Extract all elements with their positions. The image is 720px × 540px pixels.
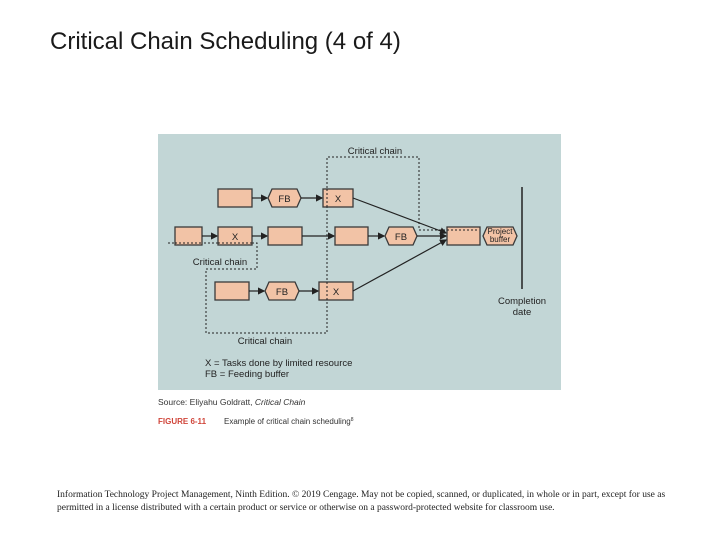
copyright-footer: Information Technology Project Managemen… — [57, 490, 666, 513]
x-label: X — [335, 194, 342, 205]
completion-label: date — [513, 307, 532, 318]
figure-background — [158, 134, 561, 390]
task-box — [214, 281, 250, 301]
fb-label: FB — [395, 232, 407, 243]
feeding-buffer — [384, 226, 418, 246]
task-box — [267, 226, 303, 246]
x-label: X — [232, 232, 239, 243]
task-box — [334, 226, 369, 246]
fb-label: FB — [278, 194, 290, 205]
critical-chain-path — [168, 156, 479, 334]
feeding-buffer — [267, 188, 302, 208]
fb-label: FB — [276, 287, 288, 298]
completion-label: Completion — [498, 296, 546, 307]
critical-chain-label: Critical chain — [348, 146, 402, 157]
x-label: X — [333, 287, 340, 298]
task-box — [217, 188, 253, 208]
critical-chain-label: Critical chain — [238, 336, 292, 347]
figure-number: FIGURE 6-11 — [158, 417, 207, 426]
slide-title: Critical Chain Scheduling (4 of 4) — [50, 28, 401, 55]
legend-fb: FB = Feeding buffer — [205, 369, 289, 380]
figure-caption: Example of critical chain scheduling8 — [224, 417, 354, 426]
legend-x: X = Tasks done by limited resource — [205, 358, 352, 369]
task-box — [174, 226, 203, 246]
project-buffer-label: buffer — [490, 235, 511, 244]
project-buffer-label: Project — [488, 227, 514, 236]
feeding-buffer — [264, 281, 300, 301]
source-line: Source: Eliyahu Goldratt, Critical Chain — [158, 397, 306, 407]
project-buffer — [482, 226, 518, 246]
task-box — [446, 226, 481, 246]
critical-chain-label: Critical chain — [193, 257, 247, 268]
